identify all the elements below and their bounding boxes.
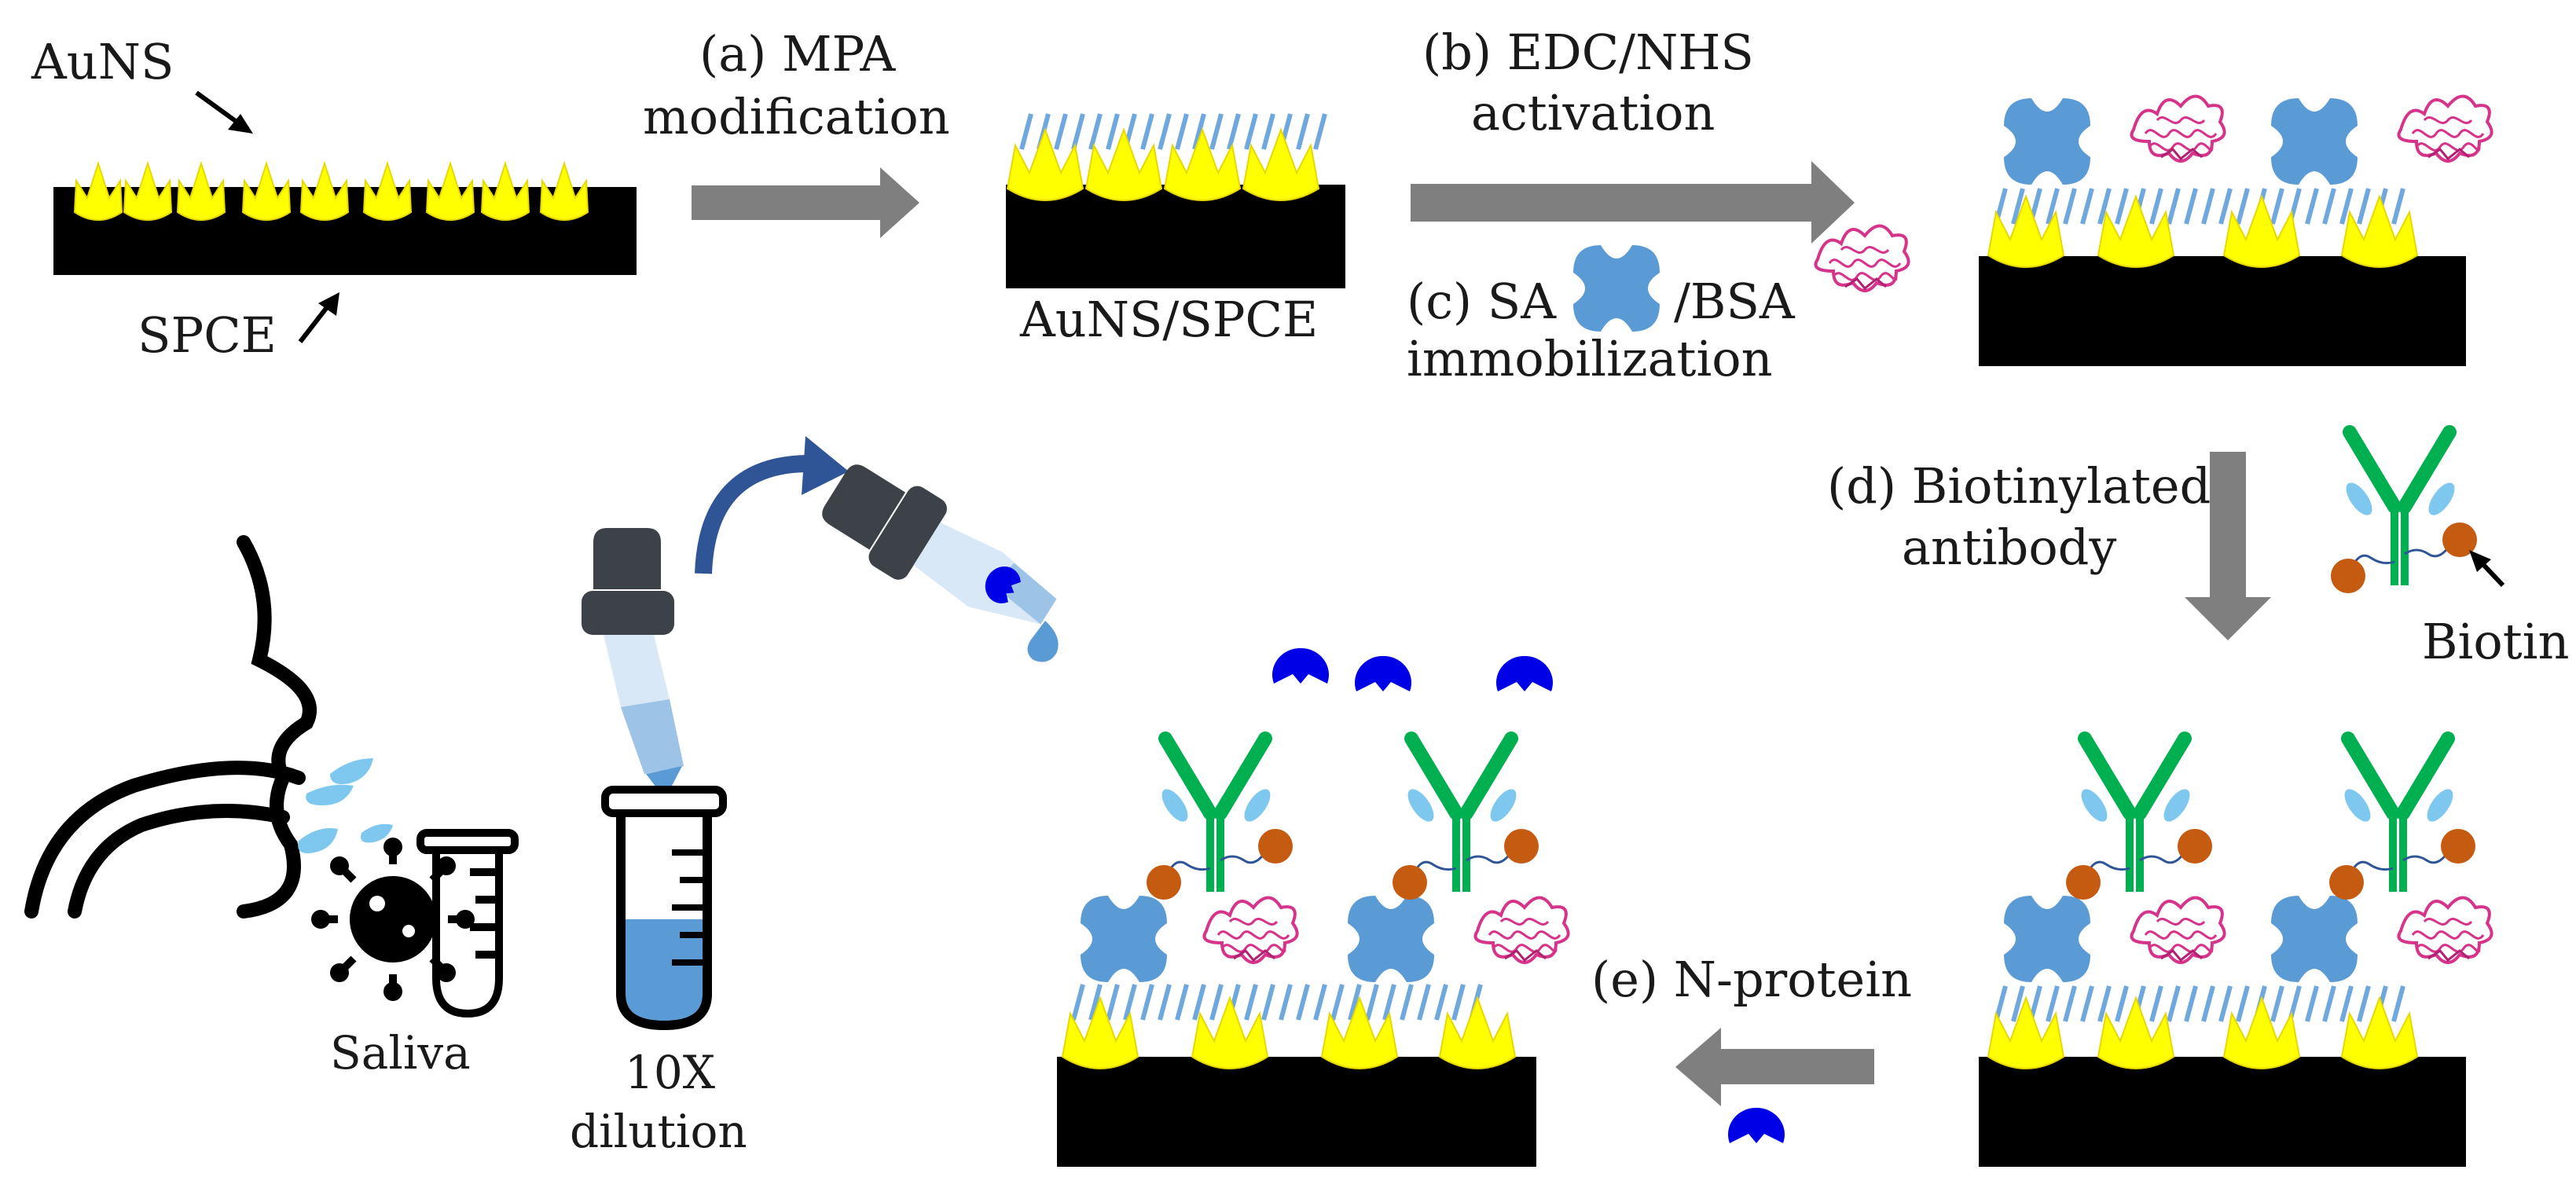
arrow-step-bc xyxy=(1411,161,1855,244)
arrow-step-e xyxy=(1675,1028,1874,1106)
auns-spce-label: AuNS/SPCE xyxy=(1019,291,1318,348)
saliva-label: Saliva xyxy=(330,1026,471,1080)
arrow-step-d xyxy=(2185,452,2271,640)
bsa-icon xyxy=(1814,224,1910,292)
biotin-label: Biotin xyxy=(2422,613,2569,670)
spce-label: SPCE xyxy=(138,306,277,364)
n-protein-icon xyxy=(1728,1107,1785,1143)
dilution-tube-icon xyxy=(601,786,727,1031)
step-e-label: (e) N-protein xyxy=(1591,951,1912,1008)
test-tube-icon xyxy=(416,829,519,1018)
step-d-line2: antibody xyxy=(1902,519,2116,576)
step-c-bsa: /BSA xyxy=(1674,273,1796,330)
step-b-line2: activation xyxy=(1471,84,1715,141)
dilution-line1: 10X xyxy=(625,1046,716,1099)
saliva-droplets-icon xyxy=(298,758,393,853)
electrode-5 xyxy=(1057,647,1570,1167)
electrode-3 xyxy=(1979,94,2493,366)
auns-pointer-arrow xyxy=(195,90,244,128)
dropper-tilted-icon xyxy=(822,464,1057,625)
arrow-step-a xyxy=(692,167,919,238)
step-b-line1: (b) EDC/NHS xyxy=(1422,24,1754,81)
step-c-sa: (c) SA xyxy=(1407,273,1557,330)
virus-icon xyxy=(311,838,475,1001)
electrode-2 xyxy=(1006,114,1345,288)
spce-pointer-arrow xyxy=(298,302,332,343)
step-a-line1: (a) MPA xyxy=(699,25,897,82)
auns-label: AuNS xyxy=(31,33,174,90)
step-a-line2: modification xyxy=(643,88,950,145)
curved-arrow-icon xyxy=(695,436,849,574)
nose-profile-icon xyxy=(24,535,317,918)
dropper-icon xyxy=(582,528,684,787)
electrode-1 xyxy=(53,163,637,275)
dilution-line2: dilution xyxy=(570,1105,747,1158)
step-c-line2: immobilization xyxy=(1407,330,1773,387)
streptavidin-icon xyxy=(1573,245,1660,332)
drop-icon xyxy=(1027,621,1059,662)
electrode-4 xyxy=(1979,739,2493,1167)
biotinylated-antibody-icon xyxy=(2331,432,2477,593)
step-d-line1: (d) Biotinylated xyxy=(1827,457,2211,515)
